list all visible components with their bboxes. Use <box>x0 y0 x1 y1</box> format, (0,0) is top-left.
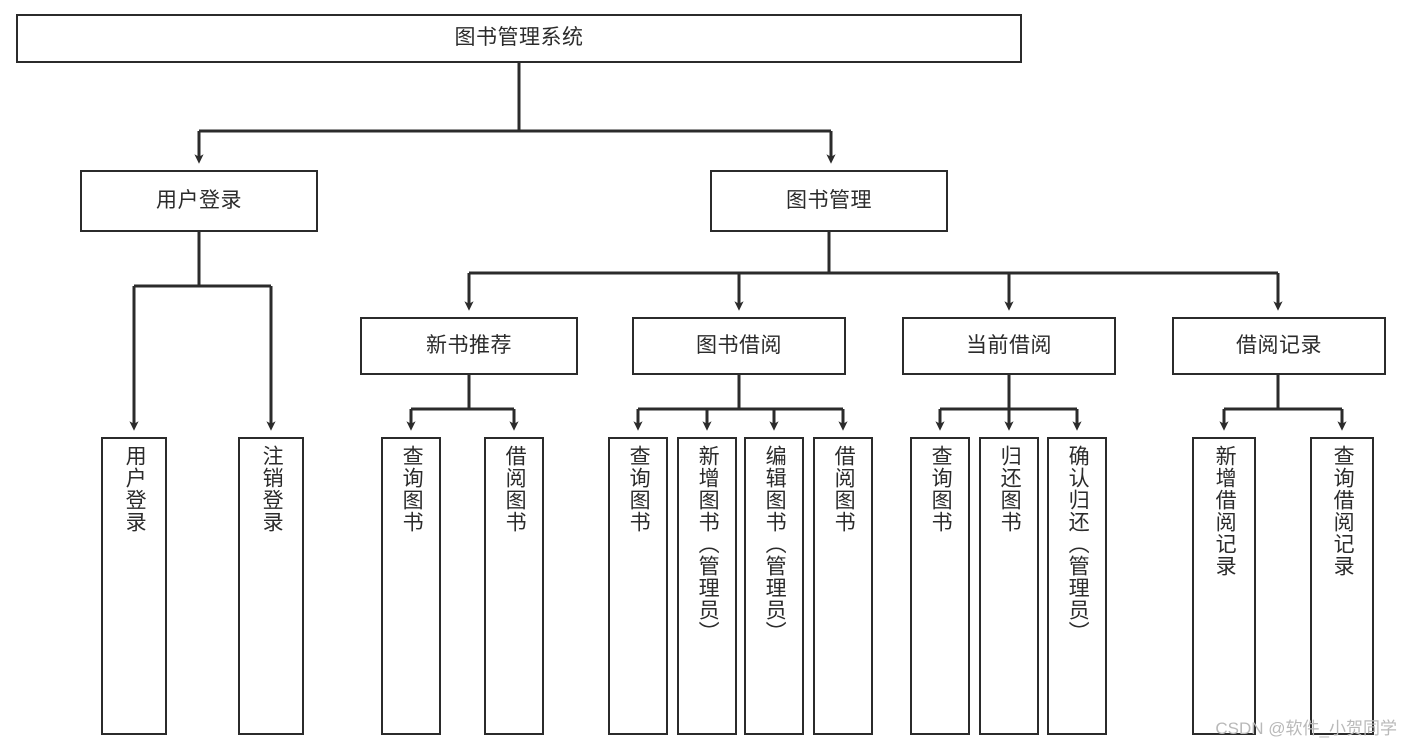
node-book-manage-label: 图书管理 <box>786 188 872 212</box>
node-current-borrow[interactable]: 当前借阅 <box>902 317 1116 375</box>
node-borrow-record-label: 借阅记录 <box>1236 333 1322 357</box>
leaf-edit-book[interactable]: 编辑图书（管理员） <box>744 437 804 735</box>
leaf-return-book[interactable]: 归还图书 <box>979 437 1039 735</box>
leaf-query-book-2[interactable]: 查询图书 <box>608 437 668 735</box>
node-new-book-recommend[interactable]: 新书推荐 <box>360 317 578 375</box>
node-new-book-recommend-label: 新书推荐 <box>426 333 512 357</box>
leaf-query-book-1[interactable]: 查询图书 <box>381 437 441 735</box>
node-user-login[interactable]: 用户登录 <box>80 170 318 232</box>
leaf-user-login-label: 用户登录 <box>123 445 147 533</box>
leaf-query-record[interactable]: 查询借阅记录 <box>1310 437 1374 735</box>
leaf-query-book-2-label: 查询图书 <box>627 445 651 533</box>
leaf-add-book-label: 新增图书（管理员） <box>696 445 720 643</box>
leaf-query-record-label: 查询借阅记录 <box>1331 445 1355 577</box>
leaf-logout-login[interactable]: 注销登录 <box>238 437 304 735</box>
leaf-query-book-1-label: 查询图书 <box>400 445 424 533</box>
leaf-add-record-label: 新增借阅记录 <box>1213 445 1237 577</box>
leaf-confirm-return-label: 确认归还（管理员） <box>1066 445 1090 643</box>
node-borrow-record[interactable]: 借阅记录 <box>1172 317 1386 375</box>
leaf-borrow-book-1-label: 借阅图书 <box>503 445 527 533</box>
leaf-confirm-return[interactable]: 确认归还（管理员） <box>1047 437 1107 735</box>
node-current-borrow-label: 当前借阅 <box>966 333 1052 357</box>
leaf-logout-login-label: 注销登录 <box>260 445 284 533</box>
leaf-edit-book-label: 编辑图书（管理员） <box>763 445 787 643</box>
node-root[interactable]: 图书管理系统 <box>16 14 1022 63</box>
leaf-query-book-3[interactable]: 查询图书 <box>910 437 970 735</box>
leaf-add-record[interactable]: 新增借阅记录 <box>1192 437 1256 735</box>
leaf-query-book-3-label: 查询图书 <box>929 445 953 533</box>
node-book-borrow[interactable]: 图书借阅 <box>632 317 846 375</box>
leaf-user-login[interactable]: 用户登录 <box>101 437 167 735</box>
leaf-add-book[interactable]: 新增图书（管理员） <box>677 437 737 735</box>
node-book-borrow-label: 图书借阅 <box>696 333 782 357</box>
node-book-manage[interactable]: 图书管理 <box>710 170 948 232</box>
leaf-borrow-book-2[interactable]: 借阅图书 <box>813 437 873 735</box>
node-root-label: 图书管理系统 <box>454 26 584 50</box>
node-user-login-label: 用户登录 <box>156 188 242 212</box>
leaf-borrow-book-1[interactable]: 借阅图书 <box>484 437 544 735</box>
leaf-return-book-label: 归还图书 <box>998 445 1022 533</box>
leaf-borrow-book-2-label: 借阅图书 <box>832 445 856 533</box>
